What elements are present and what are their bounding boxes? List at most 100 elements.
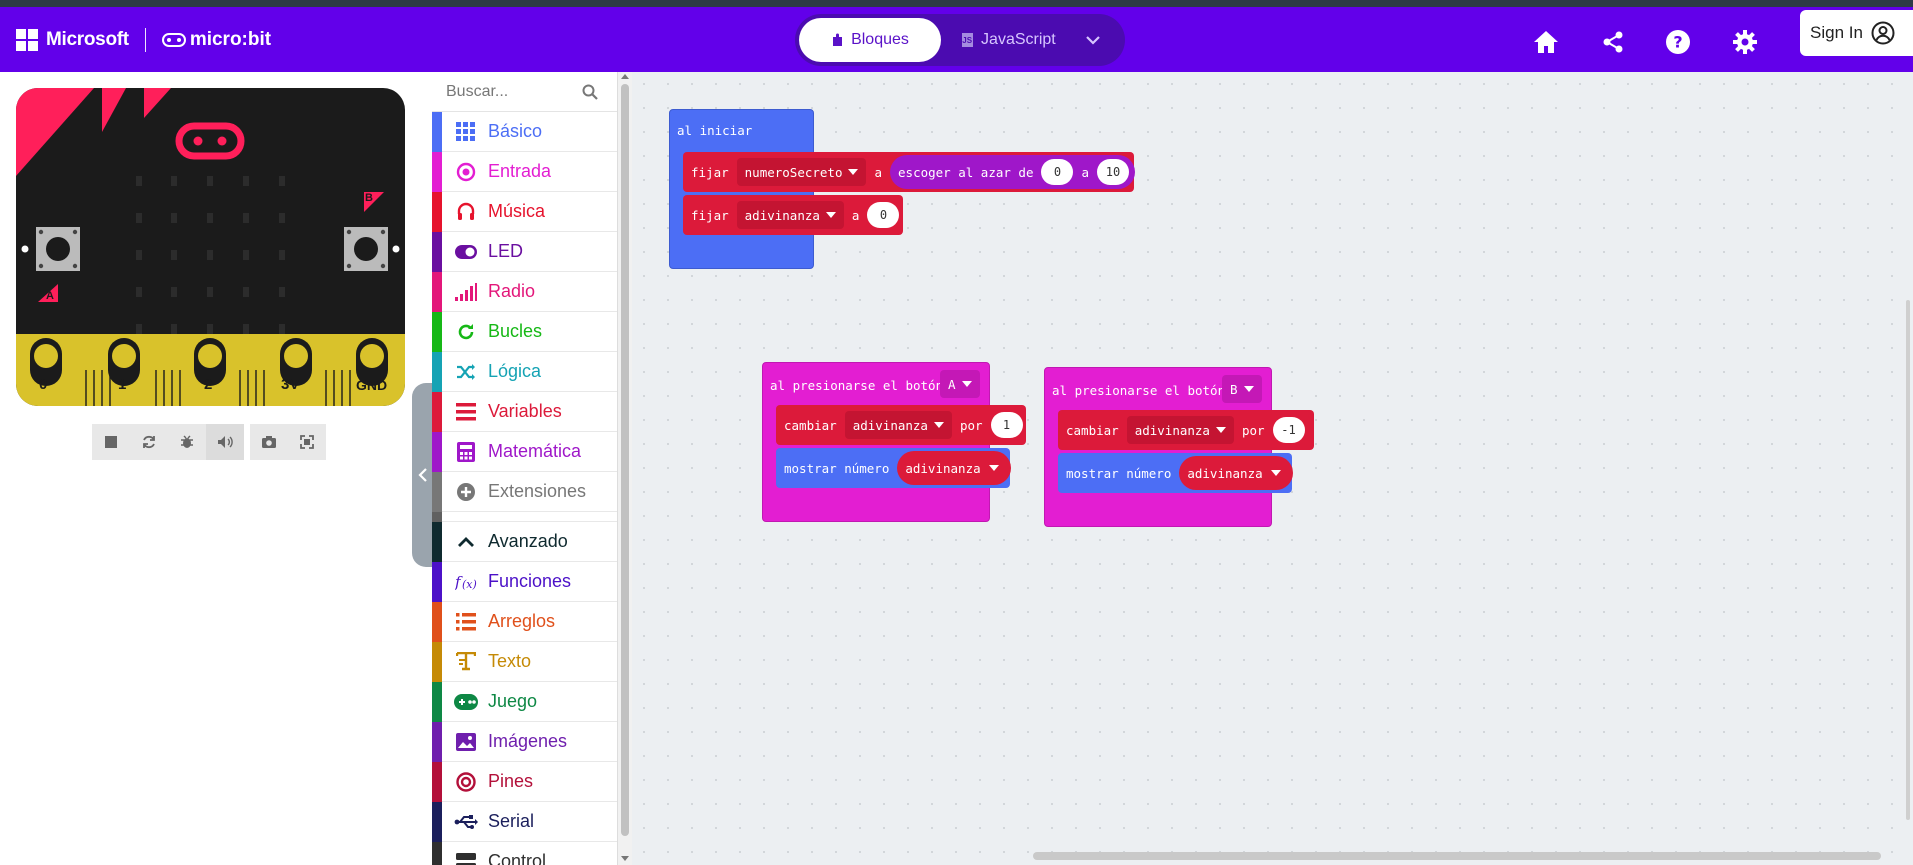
collapse-simulator-button[interactable] bbox=[412, 383, 434, 567]
toolbox-category[interactable]: Control bbox=[432, 842, 617, 865]
change-adivinanza-block[interactable]: cambiar adivinanza por -1 bbox=[1058, 410, 1314, 450]
toolbox-category[interactable]: Variables bbox=[432, 392, 617, 432]
button-name: A bbox=[948, 376, 956, 392]
sim-controls-group bbox=[92, 424, 244, 460]
category-label: Juego bbox=[488, 691, 538, 711]
pin-icon bbox=[454, 770, 478, 794]
toolbox-category[interactable]: Texto bbox=[432, 642, 617, 682]
brand-name: Microsoft bbox=[46, 29, 129, 50]
on-start-label: al iniciar bbox=[677, 123, 753, 138]
home-icon[interactable] bbox=[1532, 28, 1560, 56]
toolbox-category[interactable]: Serial bbox=[432, 802, 617, 842]
grid-icon bbox=[454, 120, 478, 144]
toolbox-category[interactable]: Extensiones bbox=[432, 472, 617, 512]
dropdown-arrow-icon bbox=[1243, 386, 1254, 392]
toolbox-category[interactable]: f(x)Funciones bbox=[432, 562, 617, 602]
list-icon bbox=[454, 400, 478, 424]
function-icon: f(x) bbox=[454, 570, 478, 594]
category-label: Extensiones bbox=[488, 481, 587, 501]
pin-gnd-label: GND bbox=[356, 377, 388, 393]
toolbox-category[interactable]: Juego bbox=[432, 682, 617, 722]
scroll-up-arrow-icon[interactable] bbox=[621, 74, 629, 79]
microbit-logo[interactable]: micro:bit bbox=[161, 29, 271, 51]
category-color-bar bbox=[432, 522, 442, 562]
value-input[interactable]: 0 bbox=[867, 202, 900, 228]
set-adivinanza-block[interactable]: fijar adivinanza a 0 bbox=[683, 195, 903, 235]
category-color-bar bbox=[432, 842, 442, 865]
category-color-bar bbox=[432, 642, 442, 682]
brand[interactable]: Microsoft micro:bit bbox=[16, 27, 271, 53]
toolbox-scroll-thumb[interactable] bbox=[621, 84, 629, 836]
toolbox-category[interactable]: Arreglos bbox=[432, 602, 617, 642]
random-min-input[interactable]: 0 bbox=[1041, 159, 1074, 185]
stop-icon[interactable] bbox=[92, 436, 130, 448]
category-color-bar bbox=[432, 312, 442, 352]
button-dropdown[interactable]: A bbox=[940, 370, 980, 398]
value-input[interactable]: 1 bbox=[990, 412, 1023, 438]
user-icon bbox=[1871, 21, 1895, 45]
toolbox-category[interactable]: Avanzado bbox=[432, 522, 617, 562]
restart-icon[interactable] bbox=[130, 434, 168, 450]
set-numero-secreto-block[interactable]: fijar numeroSecreto a escoger al azar de… bbox=[683, 152, 1136, 192]
toolbox-category[interactable]: Matemática bbox=[432, 432, 617, 472]
show-number-block[interactable]: mostrar número adivinanza bbox=[776, 448, 1011, 488]
search-input[interactable] bbox=[446, 82, 576, 101]
toolbox-category[interactable]: Entrada bbox=[432, 152, 617, 192]
toolbox-category[interactable]: Imágenes bbox=[432, 722, 617, 762]
category-color-bar bbox=[432, 562, 442, 602]
button-b-label: B bbox=[365, 192, 373, 204]
toolbox-category[interactable]: Música bbox=[432, 192, 617, 232]
share-icon[interactable] bbox=[1599, 28, 1627, 56]
help-icon[interactable]: ? bbox=[1664, 28, 1692, 56]
category-label: Básico bbox=[488, 121, 543, 141]
tab-javascript[interactable]: JS JavaScript bbox=[941, 18, 1077, 62]
variable-reporter[interactable]: adivinanza bbox=[897, 451, 1011, 485]
value-input[interactable]: -1 bbox=[1272, 417, 1305, 443]
toolbox-category[interactable]: Bucles bbox=[432, 312, 617, 352]
random-max-input[interactable]: 10 bbox=[1097, 159, 1130, 185]
calculator-icon bbox=[454, 440, 478, 464]
gear-icon[interactable] bbox=[1731, 28, 1759, 56]
screenshot-icon[interactable] bbox=[250, 435, 288, 449]
toolbox-category[interactable]: LED bbox=[432, 232, 617, 272]
variable-dropdown[interactable]: adivinanza bbox=[1126, 416, 1234, 444]
search-icon[interactable] bbox=[582, 84, 598, 100]
variable-dropdown[interactable]: numeroSecreto bbox=[736, 158, 867, 186]
workspace-horizontal-scrollbar[interactable] bbox=[1033, 852, 1881, 860]
sim-view-group bbox=[250, 424, 326, 460]
variable-dropdown[interactable]: adivinanza bbox=[736, 201, 844, 229]
toolbox-category[interactable]: Pines bbox=[432, 762, 617, 802]
microbit-board[interactable]: A B 0 1 2 3V GND bbox=[16, 88, 405, 406]
variable-reporter[interactable]: adivinanza bbox=[1179, 456, 1293, 490]
debug-icon[interactable] bbox=[168, 434, 206, 450]
chevron-down-icon[interactable] bbox=[1077, 35, 1109, 45]
toolbox-scrollbar[interactable] bbox=[618, 72, 632, 865]
blocks-workspace[interactable]: al iniciar fijar numeroSecreto a escoger… bbox=[632, 72, 1913, 865]
change-adivinanza-block[interactable]: cambiar adivinanza por 1 bbox=[776, 405, 1026, 445]
toolbox-separator bbox=[432, 512, 617, 522]
pin-0-label: 0 bbox=[39, 376, 48, 393]
scroll-down-arrow-icon[interactable] bbox=[621, 856, 629, 861]
variable-name: adivinanza bbox=[1187, 465, 1263, 481]
target-icon bbox=[454, 160, 478, 184]
tab-javascript-label: JavaScript bbox=[981, 31, 1056, 48]
pin-3v-label: 3V bbox=[281, 376, 300, 393]
microsoft-logo-icon bbox=[16, 29, 38, 51]
toolbox-category[interactable]: Básico bbox=[432, 112, 617, 152]
category-color-bar bbox=[432, 352, 442, 392]
dropdown-arrow-icon bbox=[961, 381, 972, 387]
dropdown-arrow-icon bbox=[848, 169, 859, 175]
sound-icon[interactable] bbox=[206, 424, 244, 460]
sign-in-button[interactable]: Sign In bbox=[1800, 10, 1913, 56]
fullscreen-icon[interactable] bbox=[288, 435, 326, 449]
variable-dropdown[interactable]: adivinanza bbox=[844, 411, 952, 439]
dropdown-arrow-icon bbox=[1215, 427, 1226, 433]
toolbox-category[interactable]: Lógica bbox=[432, 352, 617, 392]
button-dropdown[interactable]: B bbox=[1222, 375, 1262, 403]
tab-blocks[interactable]: Bloques bbox=[799, 18, 941, 62]
pick-random-block[interactable]: escoger al azar de 0 a 10 bbox=[890, 155, 1136, 189]
microbit-simulator[interactable]: A B 0 1 2 3V GND bbox=[16, 88, 405, 406]
toolbox-category[interactable]: Radio bbox=[432, 272, 617, 312]
workspace-vertical-scrollbar[interactable] bbox=[1906, 300, 1910, 820]
show-number-block[interactable]: mostrar número adivinanza bbox=[1058, 453, 1293, 493]
